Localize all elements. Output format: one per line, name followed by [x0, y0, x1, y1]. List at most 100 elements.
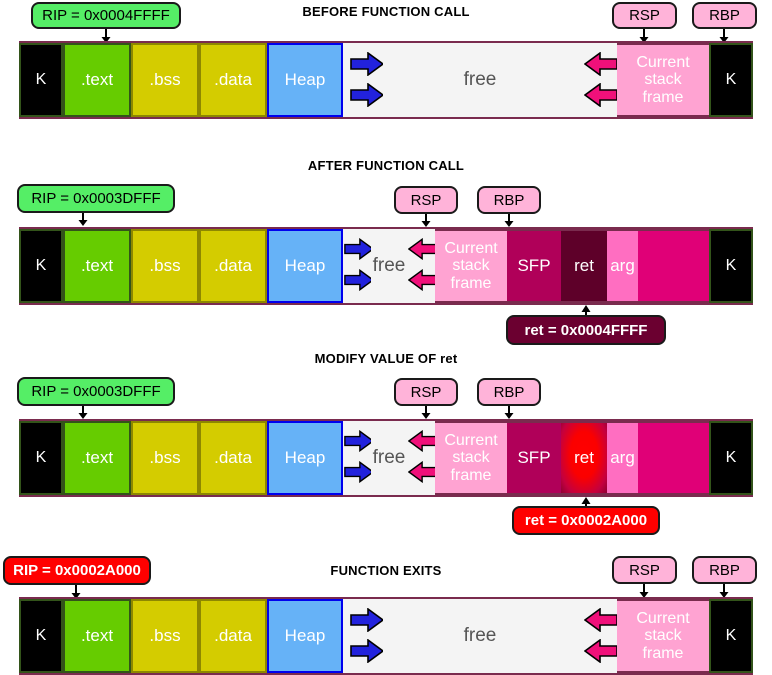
segment-data: .data: [199, 43, 267, 117]
csf-line-1: Current: [636, 54, 690, 72]
segment-ret: ret: [561, 229, 607, 303]
grow-down-arrow-icon: [408, 460, 438, 487]
segment-current-stack-frame: Current stack frame: [435, 421, 507, 495]
segment-heap: Heap: [267, 229, 343, 303]
rsp-pointer-icon: [637, 29, 651, 43]
grow-up-arrow-icon: [350, 51, 384, 78]
rip-badge: RIP = 0x0004FFFF: [31, 2, 181, 29]
rip-badge: RIP = 0x0003DFFF: [17, 184, 175, 213]
memory-layout-bar: K .text .bss .data Heap free Current sta…: [19, 227, 753, 305]
segment-kernel-low: K: [19, 421, 63, 495]
segment-sfp: SFP: [507, 229, 561, 303]
rip-pointer-icon: [69, 585, 83, 599]
segment-data: .data: [199, 229, 267, 303]
segment-text: .text: [63, 43, 131, 117]
segment-heap: Heap: [267, 599, 343, 673]
grow-up-arrow-icon: [350, 607, 384, 634]
segment-text: .text: [63, 599, 131, 673]
grow-up-arrow-icon: [350, 638, 384, 665]
stack-grow-arrows: [577, 43, 618, 117]
panel-title: MODIFY VALUE OF ret: [314, 351, 458, 366]
segment-kernel-low: K: [19, 599, 63, 673]
segment-arg: arg: [607, 421, 638, 495]
panel-function-exits: FUNCTION EXITS RIP = 0x0002A000 RSP RBP …: [0, 545, 772, 675]
csf-line-3: frame: [642, 644, 684, 662]
rip-pointer-icon: [99, 29, 113, 43]
grow-down-arrow-icon: [408, 237, 438, 264]
csf-line-3: frame: [450, 466, 492, 484]
segment-text: .text: [63, 421, 131, 495]
rbp-pointer-icon: [717, 584, 731, 598]
segment-data: .data: [199, 421, 267, 495]
segment-free: free: [371, 421, 407, 495]
memory-layout-bar: K .text .bss .data Heap free Current sta…: [19, 597, 753, 675]
csf-line-3: frame: [642, 88, 684, 106]
segment-arg: arg: [607, 229, 638, 303]
csf-line-1: Current: [636, 610, 690, 628]
segment-stack-remainder: [638, 229, 709, 303]
heap-grow-arrows: [343, 229, 374, 303]
memory-layout-bar: K .text .bss .data Heap free Current sta…: [19, 419, 753, 497]
stack-grow-arrows: [407, 421, 438, 495]
segment-free: free: [383, 599, 577, 673]
rip-badge: RIP = 0x0002A000: [3, 556, 151, 585]
rsp-badge: RSP: [612, 556, 677, 584]
segment-free: free: [371, 229, 407, 303]
csf-line-3: frame: [450, 274, 492, 292]
csf-line-2: stack: [644, 71, 682, 89]
csf-line-1: Current: [444, 240, 498, 258]
segment-kernel-low: K: [19, 43, 63, 117]
ret-value-note: ret = 0x0004FFFF: [506, 315, 666, 345]
memory-layout-bar: K .text .bss .data Heap free Current sta…: [19, 41, 753, 119]
csf-line-2: stack: [452, 257, 490, 275]
heap-grow-arrows: [343, 421, 374, 495]
grow-down-arrow-icon: [408, 429, 438, 456]
segment-bss: .bss: [131, 421, 199, 495]
segment-free: free: [383, 43, 577, 117]
heap-grow-arrows: [343, 599, 384, 673]
rbp-badge: RBP: [692, 556, 757, 584]
grow-down-arrow-icon: [584, 82, 618, 109]
segment-data: .data: [199, 599, 267, 673]
rbp-badge: RBP: [692, 2, 757, 29]
segment-bss: .bss: [131, 43, 199, 117]
panel-before-function-call: BEFORE FUNCTION CALL RIP = 0x0004FFFF RS…: [0, 0, 772, 150]
rsp-badge: RSP: [612, 2, 677, 29]
segment-current-stack-frame: Current stack frame: [617, 599, 709, 673]
stack-grow-arrows: [407, 229, 438, 303]
grow-up-arrow-icon: [350, 82, 384, 109]
rip-pointer-icon: [76, 406, 90, 419]
segment-kernel-high: K: [709, 43, 753, 117]
rbp-pointer-icon: [502, 406, 516, 419]
segment-kernel-high: K: [709, 599, 753, 673]
heap-grow-arrows: [343, 43, 384, 117]
segment-ret-modified: ret: [561, 421, 607, 495]
rip-pointer-icon: [76, 213, 90, 226]
segment-current-stack-frame: Current stack frame: [435, 229, 507, 303]
ret-value-note: ret = 0x0002A000: [512, 506, 660, 535]
grow-down-arrow-icon: [408, 268, 438, 295]
segment-bss: .bss: [131, 229, 199, 303]
panel-after-function-call: AFTER FUNCTION CALL RIP = 0x0003DFFF RSP…: [0, 150, 772, 345]
segment-kernel-high: K: [709, 229, 753, 303]
grow-up-arrow-icon: [344, 429, 374, 456]
segment-bss: .bss: [131, 599, 199, 673]
segment-sfp: SFP: [507, 421, 561, 495]
segment-kernel-high: K: [709, 421, 753, 495]
panel-title: BEFORE FUNCTION CALL: [302, 4, 470, 19]
segment-heap: Heap: [267, 43, 343, 117]
rip-badge: RIP = 0x0003DFFF: [17, 377, 175, 406]
rbp-pointer-icon: [717, 29, 731, 43]
stack-grow-arrows: [577, 599, 618, 673]
rsp-badge: RSP: [394, 378, 458, 406]
segment-current-stack-frame: Current stack frame: [617, 43, 709, 117]
grow-up-arrow-icon: [344, 460, 374, 487]
csf-line-2: stack: [452, 449, 490, 467]
rsp-pointer-icon: [419, 406, 433, 419]
segment-stack-remainder: [638, 421, 709, 495]
grow-up-arrow-icon: [344, 268, 374, 295]
rsp-pointer-icon: [419, 214, 433, 227]
csf-line-2: stack: [644, 627, 682, 645]
segment-text: .text: [63, 229, 131, 303]
rbp-badge: RBP: [477, 378, 541, 406]
